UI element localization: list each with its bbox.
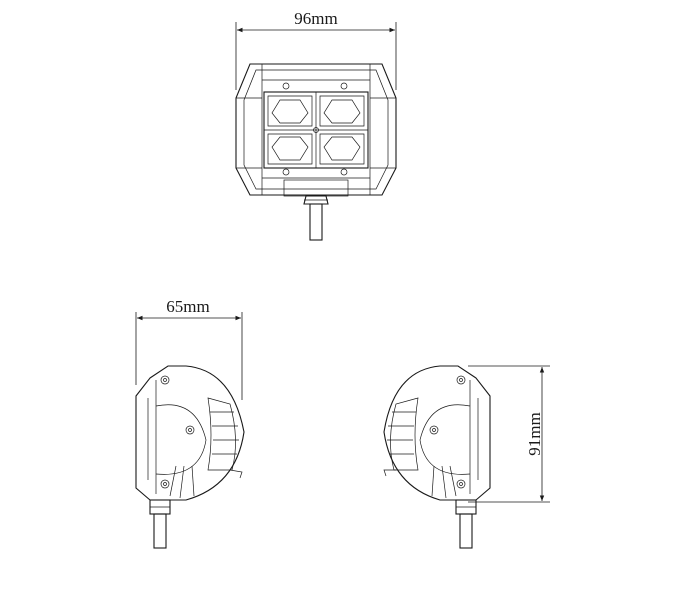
front-view: 96mm	[235, 9, 397, 241]
depth-dimension: 65mm	[135, 297, 243, 400]
right-side-view: 91mm	[383, 365, 550, 549]
depth-label: 65mm	[166, 297, 209, 316]
height-dimension: 91mm	[468, 365, 550, 503]
width-dimension: 96mm	[235, 9, 397, 90]
height-label: 91mm	[525, 412, 544, 455]
width-label: 96mm	[294, 9, 337, 28]
left-side-view: 65mm	[135, 297, 245, 549]
